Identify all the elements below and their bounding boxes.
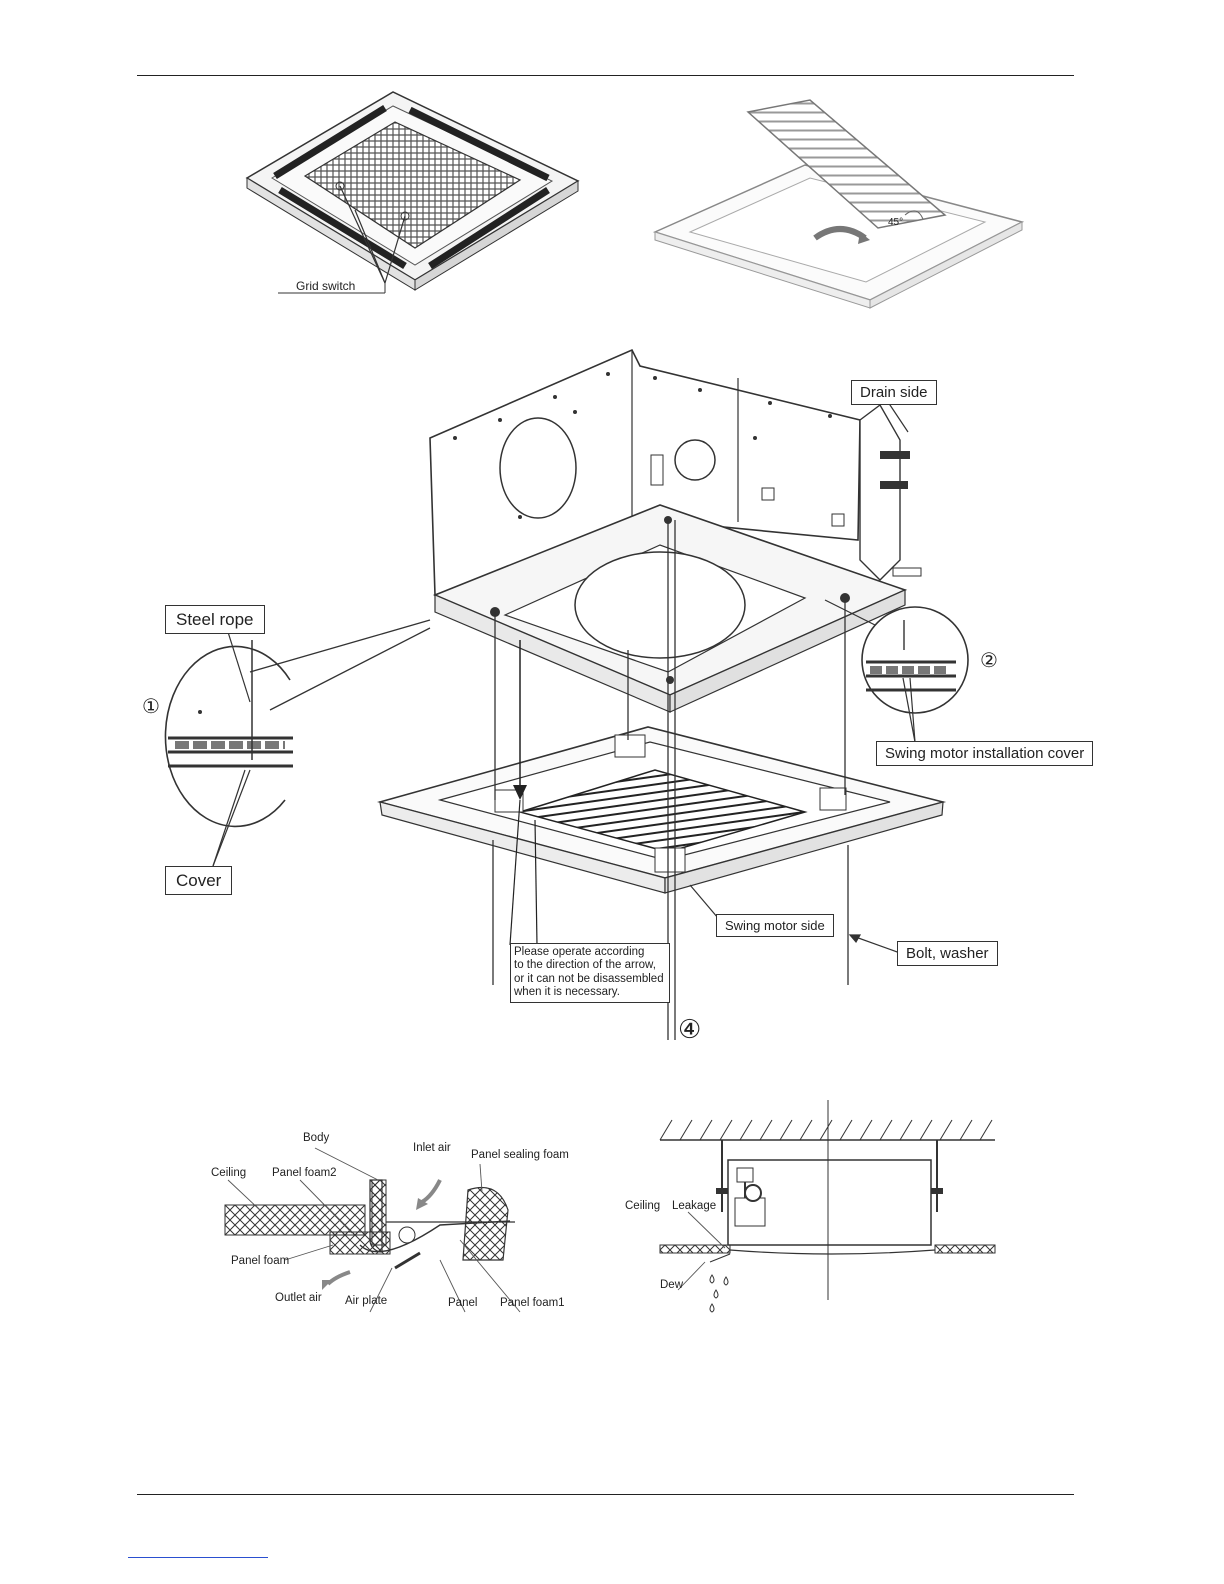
swing-motor-side-callout: Swing motor side xyxy=(716,914,834,937)
note-line: when it is necessary. xyxy=(514,986,620,999)
leakage-diagram xyxy=(659,1100,996,1313)
body-label: Body xyxy=(303,1132,330,1144)
outlet-air-label: Outlet air xyxy=(275,1292,322,1304)
direction-arrows xyxy=(509,640,538,946)
dew-label: Dew xyxy=(660,1279,684,1291)
drain-side-callout: Drain side xyxy=(851,380,937,405)
angle-label: 45° xyxy=(888,217,904,228)
indoor-unit-body xyxy=(429,348,922,713)
note-line: or it can not be disassembled xyxy=(514,972,664,985)
body-screws xyxy=(453,372,832,519)
panel-foam2-label: Panel foam2 xyxy=(272,1167,337,1179)
ceiling-label: Ceiling xyxy=(211,1167,247,1179)
swing-motor-installation-cover-callout: Swing motor installation cover xyxy=(876,741,1094,766)
note-line: Please operate according xyxy=(514,946,645,958)
air-plate-label: Air plate xyxy=(345,1295,388,1307)
callout-leaders xyxy=(689,401,909,954)
inlet-air-label: Inlet air xyxy=(413,1142,451,1154)
panel-label: Panel xyxy=(448,1297,478,1309)
bolt-washer-callout: Bolt, washer xyxy=(897,941,998,966)
ceiling-label-2: Ceiling xyxy=(625,1200,661,1212)
note-line: to the direction of the arrow, xyxy=(514,959,656,972)
operation-note: Please operate according to the directio… xyxy=(510,943,670,1003)
panel-outline xyxy=(245,91,580,294)
header-rule xyxy=(137,75,1074,76)
panel-sealing-foam-label: Panel sealing foam xyxy=(471,1149,569,1161)
grid-switch-label: Grid switch xyxy=(296,279,356,293)
decorative-panel xyxy=(376,726,947,894)
footer-link-underline[interactable] xyxy=(128,1557,268,1558)
panel-grille-open xyxy=(652,99,1025,309)
marker-one: ① xyxy=(142,696,160,718)
panel-foam-label: Panel foam xyxy=(231,1255,290,1267)
footer-rule xyxy=(137,1494,1074,1495)
cover-callout: Cover xyxy=(165,866,233,895)
detail-circle-steel-rope xyxy=(164,619,431,867)
leakage-label: Leakage xyxy=(672,1200,717,1212)
sealing-cross-section xyxy=(224,1147,521,1313)
marker-four: ④ xyxy=(678,1014,702,1044)
steel-rope-callout: Steel rope xyxy=(165,605,265,634)
detail-circle-swing-motor-cover xyxy=(824,599,969,743)
panel-foam1-label: Panel foam1 xyxy=(500,1297,565,1309)
marker-two: ② xyxy=(980,650,998,672)
